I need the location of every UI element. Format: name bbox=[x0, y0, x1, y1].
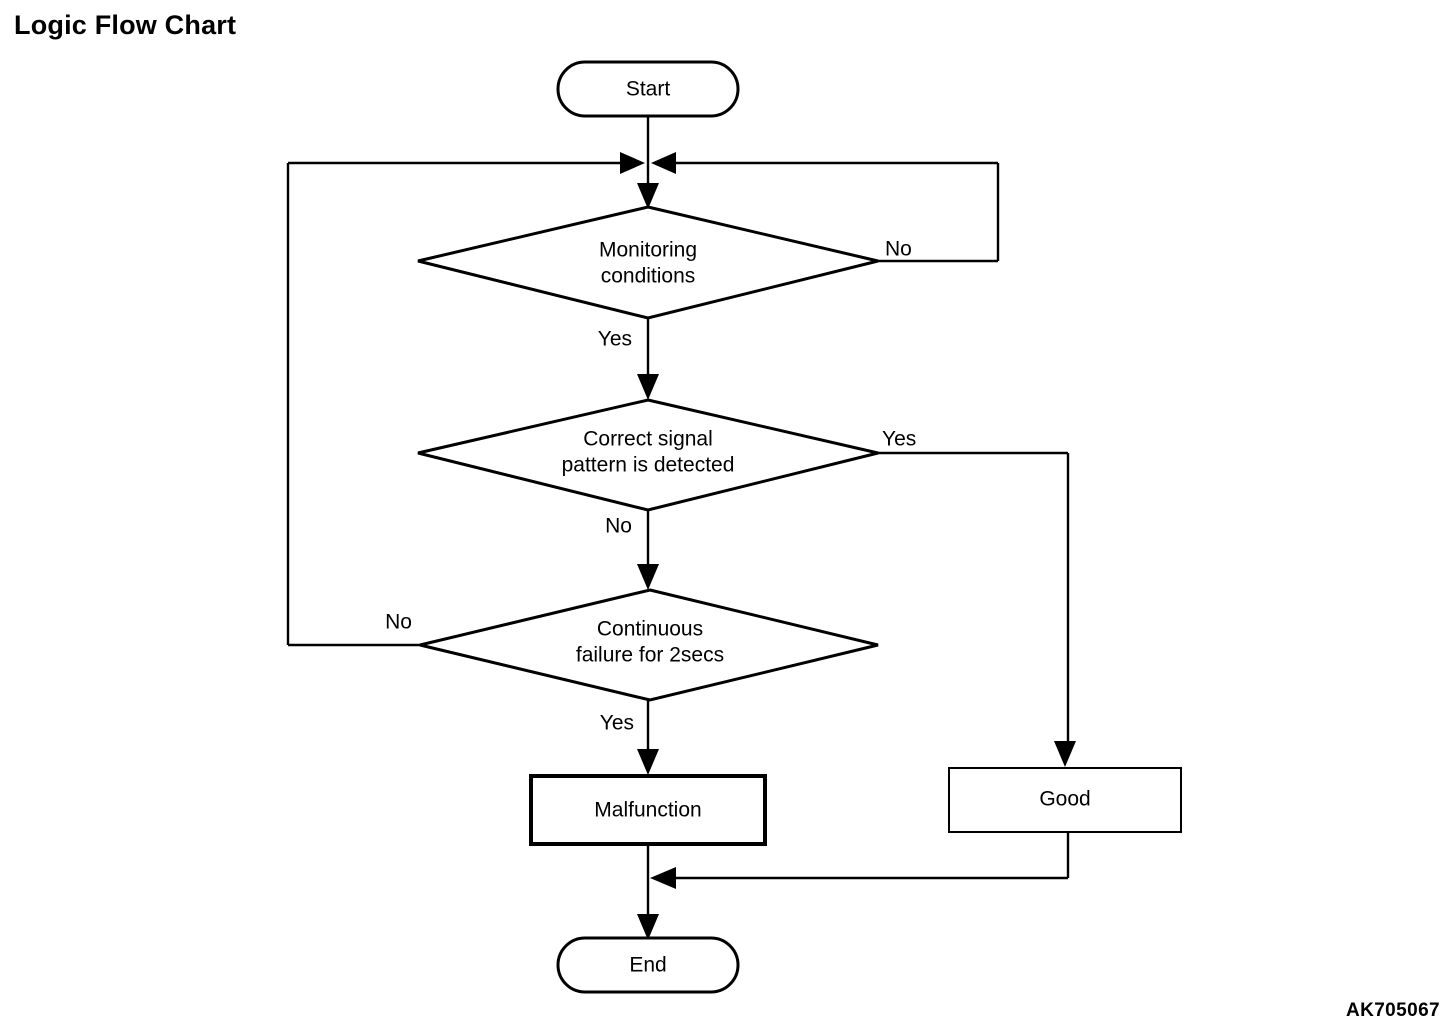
node-start[interactable]: Start bbox=[556, 60, 740, 118]
continuous-failure-label-line2: failure for 2secs bbox=[576, 644, 724, 667]
arrow-head-right-loop-into-junction bbox=[651, 152, 676, 174]
page-title: Logic Flow Chart bbox=[14, 10, 237, 40]
edge-label-pattern-yes: Yes bbox=[882, 428, 916, 451]
arrow-head-into-end bbox=[637, 914, 659, 940]
good-shape bbox=[948, 767, 1182, 833]
start-shape bbox=[556, 60, 740, 118]
continuous-failure-label-line1: Continuous bbox=[597, 618, 703, 641]
edge-label-continuous-yes: Yes bbox=[600, 712, 634, 735]
node-correct-signal-pattern[interactable]: Correct signal pattern is detected bbox=[417, 398, 879, 512]
node-end[interactable]: End bbox=[556, 936, 740, 994]
node-monitoring-conditions[interactable]: Monitoring conditions bbox=[417, 205, 879, 320]
malfunction-shape bbox=[529, 774, 767, 846]
node-good[interactable]: Good bbox=[948, 767, 1182, 833]
arrow-head-into-malfunction bbox=[637, 749, 659, 775]
monitoring-conditions-shape bbox=[417, 205, 879, 320]
malfunction-label: Malfunction bbox=[594, 799, 701, 822]
arrow-head-into-pattern bbox=[637, 374, 659, 400]
node-continuous-failure[interactable]: Continuous failure for 2secs bbox=[419, 588, 879, 702]
arrow-head-into-continuous bbox=[637, 564, 659, 590]
arrow-head-into-monitoring bbox=[637, 183, 659, 209]
start-label: Start bbox=[626, 78, 671, 101]
correct-signal-pattern-label-line2: pattern is detected bbox=[562, 454, 735, 477]
arrow-head-into-good bbox=[1054, 741, 1076, 767]
end-shape bbox=[556, 936, 740, 994]
edge-label-pattern-no: No bbox=[605, 515, 632, 538]
arrow-head-left-loop-into-junction bbox=[620, 152, 645, 174]
correct-signal-pattern-label-line1: Correct signal bbox=[583, 428, 713, 451]
node-malfunction[interactable]: Malfunction bbox=[529, 774, 767, 846]
continuous-failure-shape bbox=[419, 588, 879, 702]
edge-label-continuous-no: No bbox=[385, 611, 412, 634]
monitoring-conditions-label-line1: Monitoring bbox=[599, 239, 697, 262]
arrow-head-good-merge bbox=[650, 867, 676, 889]
correct-signal-pattern-shape bbox=[417, 398, 879, 512]
edge-label-monitoring-no: No bbox=[885, 238, 912, 261]
good-label: Good bbox=[1039, 788, 1090, 811]
monitoring-conditions-label-line2: conditions bbox=[601, 265, 696, 288]
edge-label-monitoring-yes: Yes bbox=[598, 328, 632, 351]
end-label: End bbox=[629, 954, 666, 977]
figure-reference-code: AK705067 bbox=[1345, 1000, 1440, 1021]
